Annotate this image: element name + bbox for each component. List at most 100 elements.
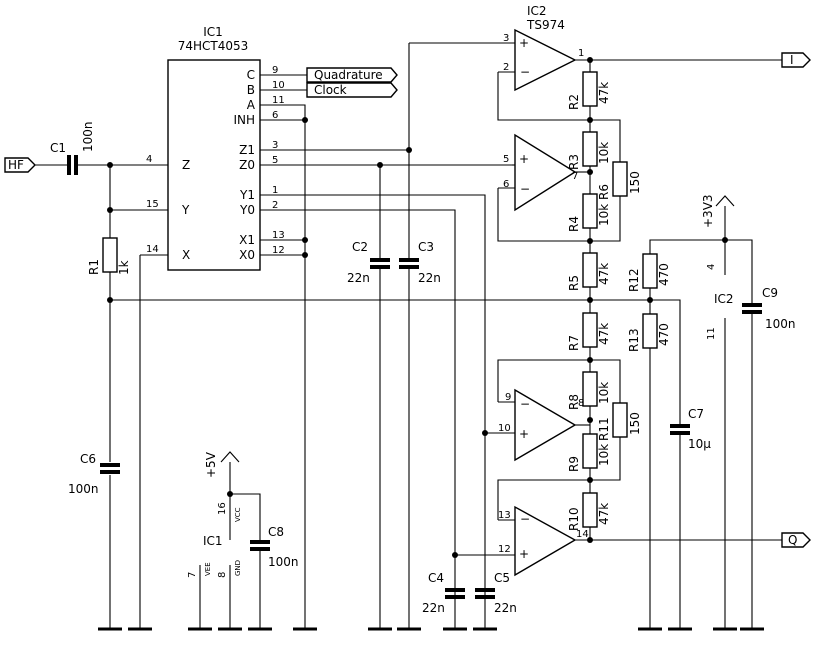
junction-dot — [587, 417, 593, 423]
hf-label: HF — [8, 158, 24, 172]
c1-value: 100n — [81, 121, 95, 152]
ic1-pin-name: X — [182, 248, 190, 262]
r5-resistor — [582, 252, 598, 288]
r6-ref: R6 — [597, 184, 611, 200]
c7-ref: C7 — [688, 407, 704, 421]
i-output-port — [781, 52, 811, 68]
r8-resistor — [582, 371, 598, 407]
junction-dot — [587, 357, 593, 363]
c6-ref: C6 — [80, 452, 96, 466]
junction-dot — [587, 537, 593, 543]
opamp-c: − + 9 10 8 — [485, 388, 590, 462]
r12-value: 470 — [657, 263, 671, 286]
clock-port — [306, 82, 398, 98]
ic1-pin-name: Z0 — [239, 158, 255, 172]
opamp-d: − + 13 12 14 — [455, 505, 782, 577]
ic1-pin-number: 3 — [272, 140, 278, 151]
ic2-rail-label: +3V3 — [701, 194, 715, 228]
c4-ref: C4 — [428, 571, 444, 585]
ic1-pin-name: A — [247, 98, 256, 112]
output-ports: I Q — [781, 52, 811, 548]
pin-number: 12 — [498, 544, 511, 555]
r9-ref: R9 — [567, 456, 581, 472]
left-column: R1 1k C6 100n — [68, 165, 681, 628]
pin-number: 8 — [217, 572, 228, 578]
r10-value: 47k — [597, 503, 611, 525]
ic1-pin-number: 9 — [272, 65, 278, 76]
r8-ref: R8 — [567, 394, 581, 410]
r6-resistor — [612, 161, 628, 197]
r2-resistor — [582, 71, 598, 107]
pin-number: 1 — [578, 48, 584, 59]
junction-dot — [647, 297, 653, 303]
plus-sign: + — [519, 547, 529, 561]
minus-sign: − — [520, 512, 530, 526]
ic1-pin-name: X0 — [239, 248, 255, 262]
r3-resistor — [582, 131, 598, 167]
ic1-pin-number: 15 — [146, 199, 159, 210]
quadrature-label: Quadrature — [314, 68, 383, 82]
r7-resistor — [582, 312, 598, 348]
r13-ref: R13 — [627, 328, 641, 352]
pin-number: 13 — [498, 510, 511, 521]
pin-number: 11 — [706, 327, 717, 340]
ic2-power: +3V3 4 IC2 11 C9 100n — [701, 194, 796, 628]
ic1-power-ref: IC1 — [203, 534, 223, 548]
junction-dot — [587, 238, 593, 244]
vcc-rail-label: +5V — [204, 451, 218, 478]
r3-value: 10k — [597, 142, 611, 164]
c4-c5-caps: C4 22n C5 22n — [422, 430, 517, 615]
r13-resistor — [642, 313, 658, 349]
i-output-label: I — [790, 53, 794, 67]
c5-ref: C5 — [494, 571, 510, 585]
opamp-a-body — [514, 28, 577, 92]
junction-dot — [587, 57, 593, 63]
ic2-ref-label: IC2 — [527, 4, 547, 18]
opamp-d-body — [514, 505, 577, 577]
c9-ref: C9 — [762, 286, 778, 300]
pin-number: 4 — [706, 264, 717, 270]
r13-value: 470 — [657, 323, 671, 346]
r10-resistor — [582, 492, 598, 528]
c8-value: 100n — [268, 555, 299, 569]
ic1-pin-name: Z — [182, 158, 190, 172]
r11-value: 150 — [628, 412, 642, 435]
junction-dot — [587, 477, 593, 483]
minus-sign: − — [520, 65, 530, 79]
ic1-pin-name: INH — [233, 113, 255, 127]
r5-value: 47k — [597, 263, 611, 285]
ic1-pin-name: Z1 — [239, 143, 255, 157]
minus-sign: − — [520, 182, 530, 196]
ic1-pin-name: Y0 — [239, 203, 255, 217]
hf-input: HF C1 100n — [4, 121, 110, 175]
gnd-label: GND — [234, 560, 242, 576]
r7-ref: R7 — [567, 335, 581, 351]
pin-number: 2 — [503, 62, 509, 73]
junction-dot — [302, 117, 308, 123]
ic1-wiring — [107, 74, 512, 628]
r2-ref: R2 — [567, 94, 581, 110]
pin-number: 9 — [505, 392, 511, 403]
r9-value: 10k — [597, 444, 611, 466]
r12-ref: R12 — [627, 268, 641, 292]
plus-sign: + — [519, 152, 529, 166]
ic1-power: +5V 16 VCC IC1 VEE GND 7 8 C8 100n — [187, 451, 299, 628]
ic1-pin-number: 13 — [272, 230, 285, 241]
pin-number: 7 — [572, 171, 578, 182]
r1-resistor — [102, 237, 118, 273]
ic1-pin-number: 11 — [272, 95, 285, 106]
c8-ref: C8 — [268, 525, 284, 539]
c1-ref: C1 — [50, 141, 66, 155]
junction-dot — [302, 252, 308, 258]
c2-value: 22n — [347, 271, 370, 285]
minus-sign: − — [520, 397, 530, 411]
c6-value: 100n — [68, 482, 99, 496]
r7-value: 47k — [597, 323, 611, 345]
clock-label: Clock — [314, 83, 347, 97]
hf-port — [4, 157, 36, 173]
r9-resistor — [582, 433, 598, 469]
ic1-pin-name: C — [247, 68, 255, 82]
r4-ref: R4 — [567, 216, 581, 232]
vcc-label: VCC — [234, 507, 242, 522]
